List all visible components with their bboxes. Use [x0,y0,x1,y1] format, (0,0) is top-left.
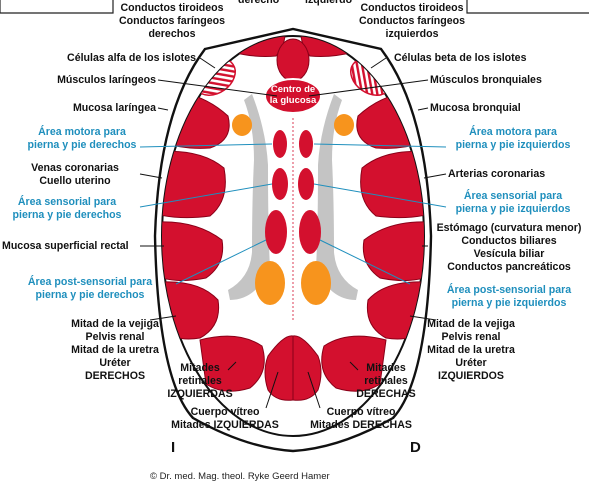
top-left-box [0,0,113,13]
relay-sensory-left [272,168,288,200]
label-retinal-right: Mitades retinales DERECHAS [348,362,424,401]
orange-large-left [255,261,285,305]
relay-center-top [277,39,309,81]
label-post-sensory-area-left: Área post-sensorial para pierna y pie iz… [430,284,588,310]
side-letter-left: I [171,441,175,454]
label-coronary-veins: Venas coronarias Cuello uterino [10,162,140,188]
copyright-text: © Dr. med. Mag. theol. Ryke Geerd Hamer [150,471,330,482]
label-laryngeal-muscles: Músculos laríngeos [0,74,156,87]
label-rectal-mucosa: Mucosa superficial rectal [2,240,129,253]
top-center-right-fragment: izquierdo [305,0,352,7]
top-center-left-fragment: derecho [238,0,279,7]
label-bronchial-mucosa: Mucosa bronquial [430,102,521,115]
relay-motor-left [273,130,287,158]
label-vitreous-right: Cuerpo vítreo Mitades DERECHAS [306,406,416,432]
label-laryngeal-mucosa: Mucosa laríngea [0,102,156,115]
label-bladder-right: Mitad de la vejiga Pelvis renal Mitad de… [56,318,174,383]
glucose-center-line2: la glucosa [263,95,323,106]
label-sensory-area-left: Área sensorial para pierna y pie izquier… [440,190,586,216]
label-retinal-left: Mitades retinales IZQUIERDAS [162,362,238,401]
label-alpha-cells: Células alfa de los islotes [0,52,196,65]
label-post-sensory-area-right: Área post-sensorial para pierna y pie de… [10,276,170,302]
label-motor-area-left: Área motora para pierna y pie izquierdos [440,126,586,152]
glucose-center-line1: Centro de [263,84,323,95]
label-stomach: Estómago (curvatura menor) Conductos bil… [430,222,588,274]
orange-small-left [232,114,252,136]
relay-motor-right [299,130,313,158]
top-right-box [467,0,589,13]
relay-sensory-right [298,168,314,200]
label-thyroid-ducts-right: Conductos tiroideos Conductos faríngeos … [112,2,232,41]
relay-post-sensory-right [299,210,321,254]
side-letter-right: D [410,441,421,454]
label-bronchial-muscles: Músculos bronquiales [430,74,542,87]
label-thyroid-ducts-left: Conductos tiroideos Conductos faríngeos … [352,2,472,41]
label-bladder-left: Mitad de la vejiga Pelvis renal Mitad de… [412,318,530,383]
label-coronary-arteries: Arterias coronarias [448,168,545,181]
label-motor-area-right: Área motora para pierna y pie derechos [0,126,164,152]
orange-large-right [301,261,331,305]
label-vitreous-left: Cuerpo vítreo Mitades IZQUIERDAS [170,406,280,432]
orange-small-right [334,114,354,136]
relay-post-sensory-left [265,210,287,254]
label-sensory-area-right: Área sensorial para pierna y pie derecho… [0,196,134,222]
glucose-center-label: Centro de la glucosa [263,84,323,106]
label-beta-cells: Células beta de los islotes [394,52,526,65]
